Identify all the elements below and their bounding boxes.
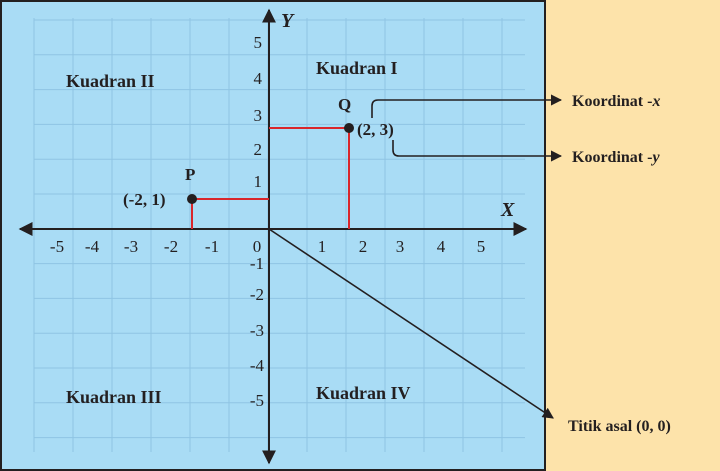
tick-label: 2	[254, 140, 263, 159]
y-coordinate-annotation: Koordinat -y	[572, 149, 660, 166]
y-coordinate-callout-line	[392, 140, 563, 162]
origin-annotation: Titik asal (0, 0)	[568, 418, 671, 435]
tick-label: -2	[164, 237, 178, 256]
quadrant-ii-label: Kuadran II	[66, 71, 155, 91]
point-q-marker	[344, 123, 354, 133]
x-coordinate-annotation-axis: x	[651, 93, 660, 110]
tick-label: 3	[254, 106, 263, 125]
y-axis-label: Y	[281, 10, 295, 32]
x-axis-label: X	[500, 199, 515, 221]
tick-label: 4	[254, 69, 263, 88]
tick-label: -5	[250, 391, 264, 410]
tick-label: 1	[318, 237, 327, 256]
point-p-coordinate: (-2, 1)	[123, 190, 165, 209]
point-p-name: P	[185, 165, 195, 184]
tick-label: 5	[477, 237, 486, 256]
point-q-coordinate: (2, 3)	[357, 120, 394, 139]
tick-label: 2	[359, 237, 368, 256]
tick-label: -3	[124, 237, 138, 256]
tick-label: 4	[437, 237, 446, 256]
tick-label: 1	[254, 172, 263, 191]
point-q-name: Q	[338, 95, 351, 114]
y-coordinate-annotation-axis: y	[650, 149, 660, 166]
x-coordinate-callout-line	[371, 94, 563, 118]
origin-callout-line	[268, 228, 554, 419]
quadrant-iv-label: Kuadran IV	[316, 383, 411, 403]
point-p-marker	[187, 194, 197, 204]
tick-label: -4	[250, 356, 265, 375]
x-coordinate-annotation: Koordinat -x	[572, 93, 660, 110]
quadrant-i-label: Kuadran I	[316, 58, 398, 78]
tick-label: -1	[205, 237, 219, 256]
tick-label: -1	[250, 254, 264, 273]
tick-label: -2	[250, 285, 264, 304]
tick-label: -5	[50, 237, 64, 256]
tick-label: -3	[250, 321, 264, 340]
tick-label: 0	[253, 237, 262, 256]
quadrant-iii-label: Kuadran III	[66, 387, 162, 407]
x-coordinate-annotation-text: Koordinat -	[572, 93, 652, 110]
tick-label: 5	[254, 33, 263, 52]
tick-label: 3	[396, 237, 405, 256]
y-coordinate-annotation-text: Koordinat -	[572, 149, 652, 166]
tick-label: -4	[85, 237, 100, 256]
